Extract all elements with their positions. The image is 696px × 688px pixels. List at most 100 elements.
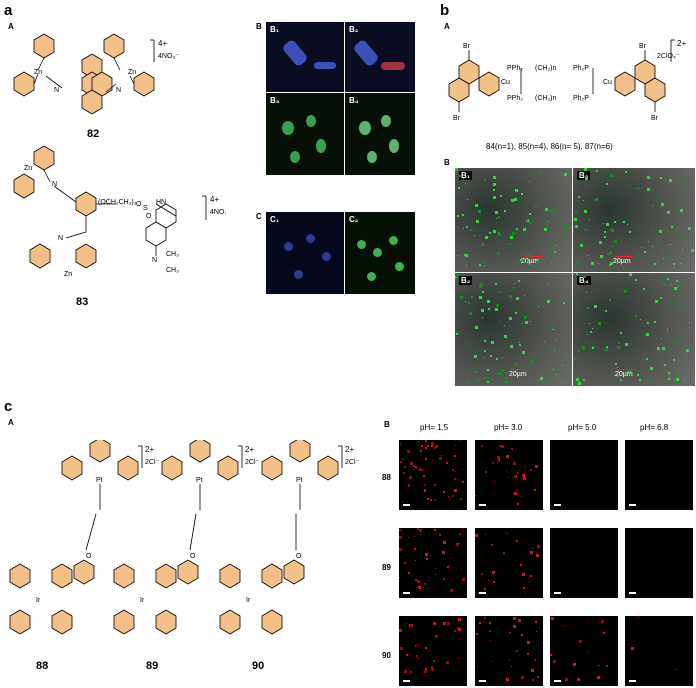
- red-speckle: [401, 445, 402, 446]
- green-speckle: [648, 241, 649, 242]
- red-speckle: [518, 619, 521, 622]
- ir-label: Ir: [36, 597, 41, 604]
- red-speckle: [571, 661, 572, 662]
- red-speckle: [434, 484, 436, 486]
- green-speckle: [667, 330, 668, 331]
- red-speckle: [497, 628, 498, 629]
- green-speckle: [547, 284, 548, 285]
- compound-82-label: 82: [87, 128, 100, 140]
- green-speckle: [480, 293, 481, 294]
- green-speckle: [552, 328, 554, 330]
- green-speckle: [484, 350, 486, 352]
- green-speckle: [529, 222, 531, 224]
- n-label: N: [116, 87, 121, 94]
- green-speckle: [564, 224, 567, 227]
- red-speckle: [531, 669, 534, 672]
- green-speckle: [530, 360, 533, 363]
- green-speckle: [576, 261, 579, 264]
- scale-bar: [629, 504, 636, 506]
- red-speckle: [514, 651, 515, 652]
- red-speckle: [492, 571, 495, 574]
- green-speckle: [558, 198, 560, 200]
- red-speckle: [458, 658, 459, 659]
- panel-c-letter: c: [4, 398, 13, 415]
- red-speckle: [434, 499, 436, 501]
- green-speckle: [676, 293, 679, 296]
- green-speckle: [652, 229, 654, 231]
- green-speckle: [547, 378, 549, 380]
- green-speckle: [529, 181, 530, 182]
- red-speckle: [428, 577, 429, 578]
- green-speckle: [583, 379, 585, 381]
- scale-bar: [479, 680, 486, 682]
- green-speckle: [458, 187, 460, 189]
- green-speckle: [674, 287, 677, 290]
- red-speckle: [424, 489, 426, 491]
- ph-image-cell: [550, 440, 618, 510]
- anion-83: 4NO₃⁻: [210, 209, 226, 216]
- o-label: O: [190, 553, 196, 560]
- green-speckle: [647, 322, 649, 324]
- green-speckle: [643, 288, 645, 290]
- red-speckle: [462, 578, 465, 581]
- green-speckle: [582, 346, 585, 349]
- red-speckle: [499, 445, 501, 447]
- red-speckle: [433, 622, 436, 625]
- green-speckle: [514, 283, 515, 284]
- red-speckle: [535, 465, 538, 468]
- green-speckle: [457, 332, 459, 334]
- panel-a-sub-b: B: [256, 22, 262, 31]
- red-speckle: [491, 661, 492, 662]
- green-speckle: [621, 332, 622, 333]
- green-speckle: [578, 350, 580, 352]
- zn-label: Zn: [24, 165, 32, 172]
- green-speckle: [511, 378, 512, 379]
- red-speckle: [537, 545, 540, 548]
- ph2p-label: Ph₂P: [573, 95, 589, 102]
- panel-b-sub-b: B: [444, 158, 450, 167]
- green-speckle: [474, 355, 477, 358]
- green-speckle: [610, 174, 613, 177]
- red-speckle: [479, 622, 481, 624]
- red-speckle: [410, 462, 413, 465]
- red-speckle: [536, 631, 537, 632]
- red-speckle: [400, 647, 403, 650]
- green-speckle: [506, 382, 507, 383]
- green-speckle: [554, 370, 556, 372]
- green-speckle: [525, 321, 528, 324]
- image-a-b1: B₁: [266, 22, 344, 92]
- green-speckle: [611, 229, 614, 232]
- red-speckle: [425, 668, 427, 670]
- n-label: N: [52, 181, 57, 188]
- red-speckle: [520, 564, 522, 566]
- green-speckle: [526, 262, 527, 263]
- red-speckle: [400, 443, 401, 444]
- red-speckle: [597, 665, 598, 666]
- green-speckle: [681, 342, 682, 343]
- green-speckle: [592, 328, 593, 329]
- red-speckle: [418, 644, 419, 645]
- green-speckle: [673, 263, 675, 265]
- green-speckle: [496, 304, 499, 307]
- red-speckle: [399, 529, 401, 531]
- green-speckle: [655, 266, 656, 267]
- green-speckle: [680, 263, 681, 264]
- red-speckle: [407, 450, 410, 453]
- green-speckle: [475, 204, 478, 207]
- green-speckle: [519, 344, 521, 346]
- green-speckle: [647, 188, 650, 191]
- red-speckle: [505, 532, 506, 533]
- green-speckle: [498, 233, 501, 236]
- green-speckle: [564, 187, 565, 188]
- compound-90-label: 90: [252, 660, 265, 672]
- green-speckle: [472, 368, 473, 369]
- green-speckle: [600, 255, 603, 258]
- green-speckle: [580, 244, 583, 247]
- green-speckle: [589, 219, 590, 220]
- red-speckle: [434, 447, 436, 449]
- green-speckle: [529, 213, 531, 215]
- green-speckle: [617, 367, 618, 368]
- green-speckle: [470, 229, 472, 231]
- green-speckle: [617, 263, 618, 264]
- red-speckle: [443, 578, 445, 580]
